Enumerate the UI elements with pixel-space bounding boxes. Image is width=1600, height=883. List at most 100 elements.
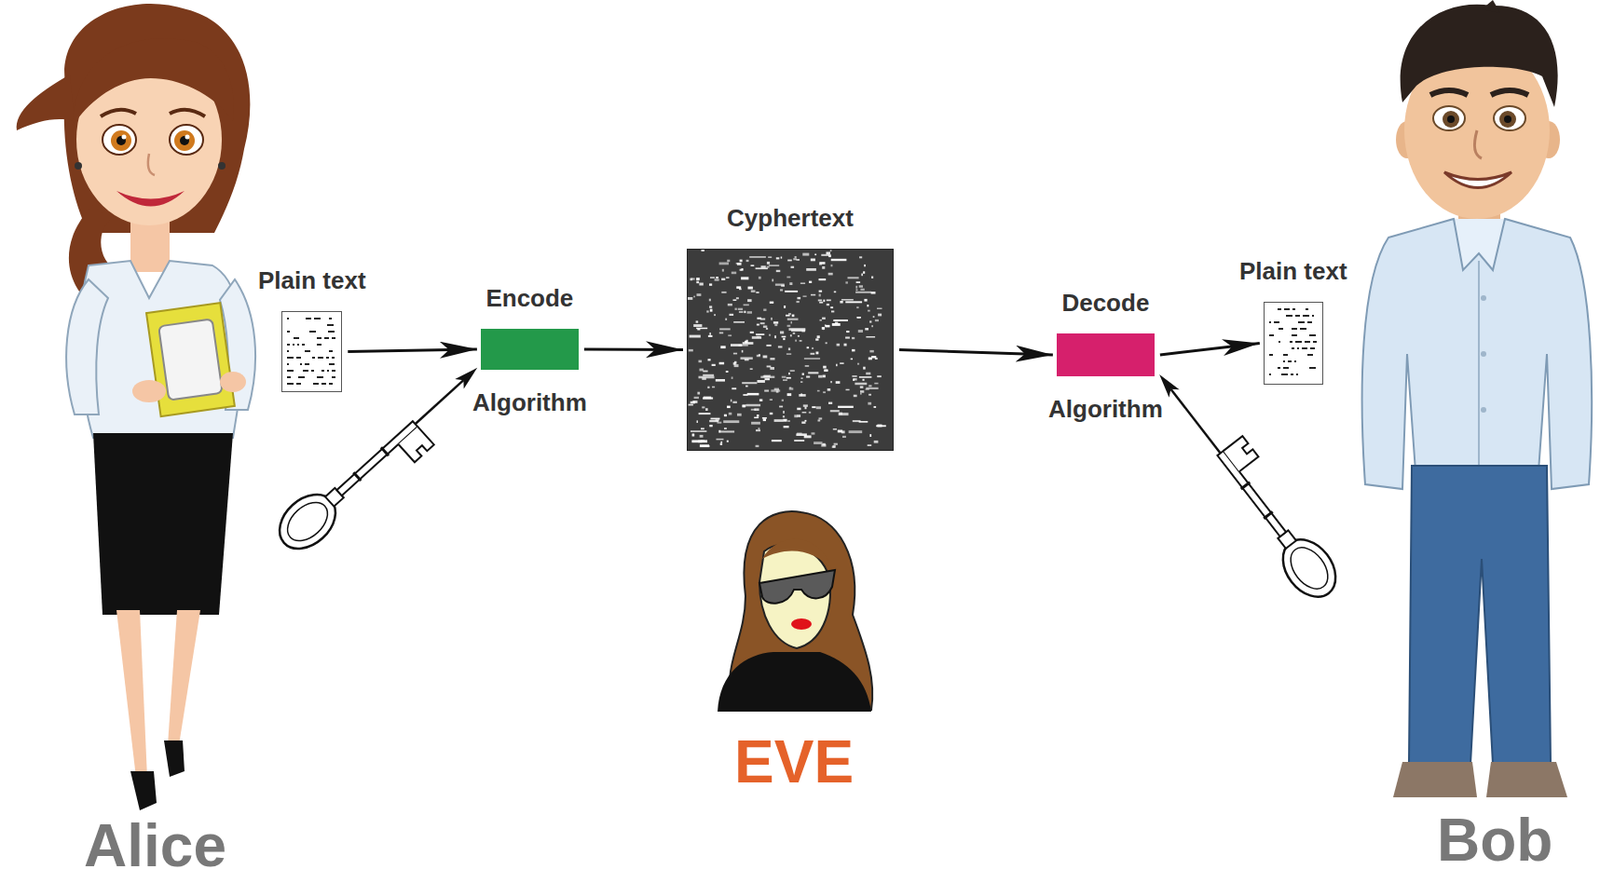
cipher-speck bbox=[847, 276, 860, 279]
cipher-speck bbox=[740, 276, 749, 280]
ciphertext-block-shape bbox=[686, 248, 894, 452]
cipher-speck bbox=[739, 259, 743, 263]
cipher-speck bbox=[726, 406, 731, 410]
document-mark bbox=[309, 330, 316, 333]
cipher-speck bbox=[771, 279, 774, 283]
cipher-speck bbox=[818, 420, 821, 423]
cipher-speck bbox=[710, 309, 713, 313]
document-mark bbox=[327, 369, 329, 372]
cipher-speck bbox=[769, 412, 774, 415]
cipher-speck bbox=[720, 441, 723, 444]
cipher-speck bbox=[744, 311, 747, 314]
cipher-speck bbox=[696, 328, 708, 330]
cipher-speck bbox=[733, 362, 737, 366]
cipher-speck bbox=[787, 420, 791, 423]
cipher-speck bbox=[807, 371, 819, 374]
document-mark bbox=[311, 369, 315, 372]
cipher-speck bbox=[690, 430, 707, 433]
algorithm-box-shape bbox=[480, 328, 579, 370]
bob-figure bbox=[1362, 0, 1592, 798]
cipher-speck bbox=[774, 419, 784, 423]
flow-arrow bbox=[899, 350, 1053, 356]
document-mark bbox=[1278, 341, 1281, 343]
cipher-speck bbox=[763, 326, 767, 329]
cipher-speck bbox=[774, 324, 778, 327]
node-caption: Algorithm bbox=[472, 388, 588, 417]
document-mark bbox=[1305, 308, 1309, 311]
eavesdropper-name: EVE bbox=[734, 732, 854, 793]
cipher-speck bbox=[857, 363, 860, 366]
cipher-speck bbox=[732, 401, 738, 404]
cipher-speck bbox=[835, 381, 841, 384]
cipher-speck bbox=[869, 320, 872, 323]
cipher-speck bbox=[743, 304, 750, 307]
cipher-speck bbox=[793, 332, 796, 335]
flow-arrow bbox=[347, 349, 478, 353]
document-mark bbox=[328, 382, 333, 385]
document-mark bbox=[287, 330, 290, 333]
cipher-speck bbox=[867, 444, 873, 447]
document-mark bbox=[1312, 314, 1314, 317]
eve-figure bbox=[717, 511, 873, 712]
document-mark bbox=[1295, 341, 1302, 343]
cipher-speck bbox=[850, 358, 853, 361]
cipher-speck bbox=[758, 276, 762, 280]
person-name: Alice bbox=[83, 816, 227, 876]
document-mark bbox=[1312, 341, 1317, 343]
cipher-speck bbox=[689, 278, 693, 282]
cipher-speck bbox=[797, 414, 802, 418]
cipher-speck bbox=[738, 344, 749, 347]
cipher-speck bbox=[783, 425, 790, 428]
document-mark bbox=[1302, 314, 1310, 317]
cipher-speck bbox=[816, 352, 820, 356]
cipher-speck bbox=[860, 390, 864, 394]
cipher-speck bbox=[838, 412, 849, 416]
cipher-speck bbox=[771, 439, 782, 442]
cipher-speck bbox=[776, 257, 780, 260]
node-heading: Decode bbox=[1061, 288, 1149, 317]
cipher-speck bbox=[756, 355, 761, 357]
cipher-speck bbox=[693, 296, 696, 299]
document-mark bbox=[298, 376, 305, 379]
document-mark bbox=[1278, 328, 1284, 330]
cipher-speck bbox=[713, 314, 716, 316]
cipher-speck bbox=[688, 349, 694, 353]
cipher-speck bbox=[820, 444, 826, 448]
cipher-speck bbox=[791, 266, 795, 269]
cipher-speck bbox=[720, 345, 725, 349]
cipher-speck bbox=[844, 343, 848, 347]
cipher-speck bbox=[799, 340, 803, 342]
document-mark bbox=[287, 317, 289, 320]
cipher-speck bbox=[867, 402, 872, 406]
cipher-speck bbox=[875, 424, 887, 427]
cipher-speck bbox=[835, 364, 838, 368]
cipher-speck bbox=[779, 406, 783, 409]
cipher-speck bbox=[748, 287, 753, 290]
cipher-speck bbox=[786, 353, 792, 356]
document-mark bbox=[1297, 347, 1300, 350]
cipher-speck bbox=[716, 438, 725, 441]
cipher-speck bbox=[782, 379, 788, 382]
cipher-speck bbox=[871, 276, 874, 279]
document-mark bbox=[304, 350, 311, 353]
document-mark bbox=[1269, 334, 1274, 337]
cipher-speck bbox=[704, 445, 711, 448]
document-mark bbox=[1283, 354, 1288, 356]
cipher-speck bbox=[845, 337, 850, 340]
document-mark bbox=[1281, 373, 1288, 376]
cipher-speck bbox=[768, 264, 780, 267]
cipher-speck bbox=[700, 439, 705, 442]
cipher-speck bbox=[790, 369, 795, 372]
cipher-speck bbox=[823, 369, 829, 372]
alice-figure bbox=[16, 3, 256, 811]
cipher-speck bbox=[756, 324, 760, 327]
cipher-speck bbox=[862, 367, 866, 370]
document-mark bbox=[1269, 354, 1273, 356]
cipher-speck bbox=[819, 294, 821, 298]
document-mark bbox=[316, 376, 324, 379]
cipher-speck bbox=[803, 295, 807, 298]
cipher-speck bbox=[711, 386, 715, 389]
cipher-speck bbox=[719, 362, 725, 366]
cipher-speck bbox=[774, 335, 777, 339]
flow-arrow bbox=[584, 348, 684, 353]
